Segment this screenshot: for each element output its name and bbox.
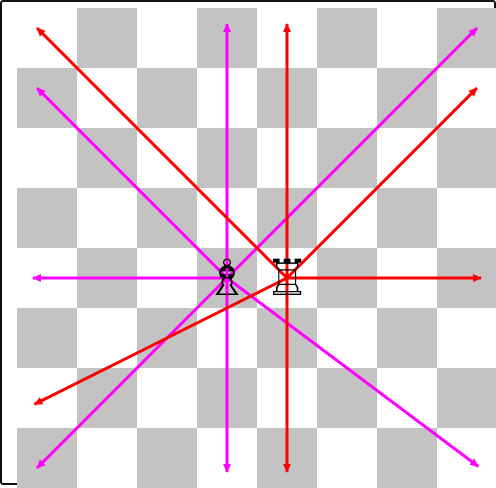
square-g5[interactable] (377, 188, 437, 248)
square-c7[interactable] (137, 68, 197, 128)
square-f2[interactable] (317, 368, 377, 428)
square-c1[interactable] (137, 428, 197, 488)
move-lines (32, 23, 482, 473)
square-h6[interactable] (437, 128, 496, 188)
square-a6[interactable] (17, 128, 77, 188)
square-b5[interactable] (77, 188, 137, 248)
square-b1[interactable] (77, 428, 137, 488)
square-f3[interactable] (317, 308, 377, 368)
square-h3[interactable] (437, 308, 496, 368)
square-g8[interactable] (377, 8, 437, 68)
bishop-move-line-to-a7 (36, 87, 229, 280)
square-g3[interactable] (377, 308, 437, 368)
white-rook-piece[interactable]: ♖ (265, 249, 310, 307)
rook-move-line-to-h7 (285, 87, 478, 280)
square-a3[interactable] (17, 308, 77, 368)
rook-move-line-to-a8 (36, 27, 289, 280)
bishop-move-line-to-h8 (225, 27, 478, 280)
pieces-layer: ♗♖ (205, 249, 310, 307)
square-h2[interactable] (437, 368, 496, 428)
bishop-move-line-to-a1 (36, 276, 229, 469)
square-f8[interactable] (317, 8, 377, 68)
square-h5[interactable] (437, 188, 496, 248)
square-f7[interactable] (317, 68, 377, 128)
square-g1[interactable] (377, 428, 437, 488)
square-c8[interactable] (137, 8, 197, 68)
square-f1[interactable] (317, 428, 377, 488)
bishop-move-line-to-h1 (226, 276, 480, 468)
square-c2[interactable] (137, 368, 197, 428)
square-b8[interactable] (77, 8, 137, 68)
chessboard[interactable]: ♗♖ (17, 8, 496, 488)
square-a5[interactable] (17, 188, 77, 248)
rook-move-line-to-a2 (33, 276, 288, 406)
white-bishop-piece[interactable]: ♗ (205, 249, 250, 307)
